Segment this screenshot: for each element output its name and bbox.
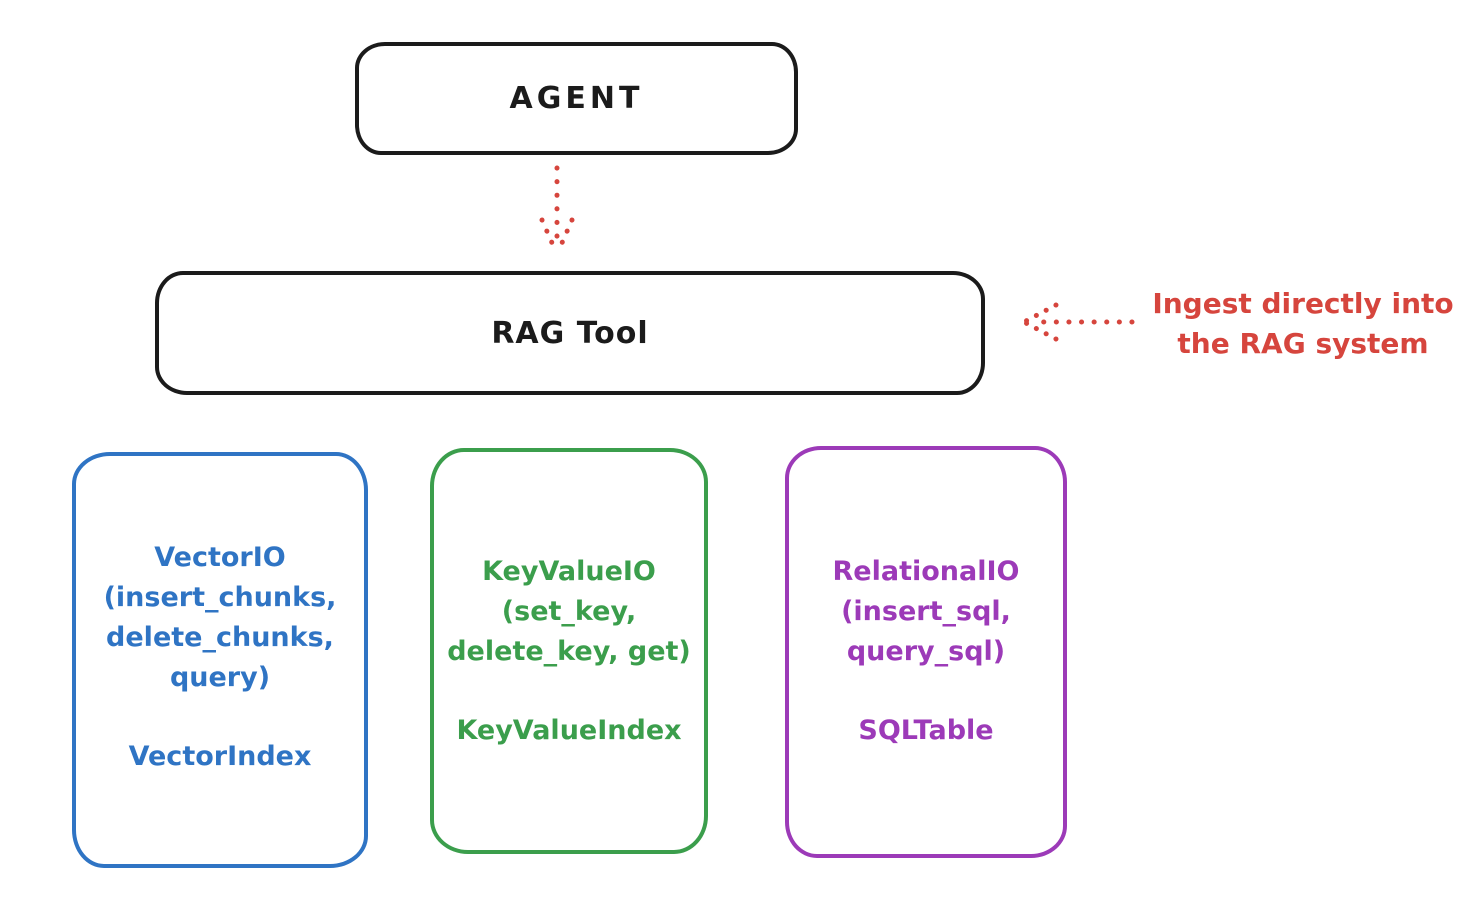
ingest-annotation-line2: the RAG system	[1177, 327, 1429, 360]
backend-card-relational-io: RelationalIO (insert_sql, query_sql) SQL…	[785, 446, 1067, 858]
ingest-annotation: Ingest directly into the RAG system	[1128, 284, 1478, 364]
backend-methods-line: delete_key, get)	[447, 636, 691, 667]
backend-index-label: VectorIndex	[128, 741, 312, 772]
backend-title: VectorIO	[154, 542, 286, 573]
backend-methods-line: query_sql)	[846, 636, 1006, 667]
rag-tool-node: RAG Tool	[155, 271, 985, 395]
backend-methods-line: query)	[169, 662, 271, 693]
backend-index-label: KeyValueIndex	[456, 715, 682, 746]
backend-title: RelationalIO	[832, 556, 1020, 587]
rag-tool-node-label: RAG Tool	[491, 315, 649, 351]
backend-methods-line: delete_chunks,	[106, 622, 334, 653]
backend-methods-line: (insert_chunks,	[103, 582, 337, 613]
agent-node-label: AGENT	[509, 81, 644, 116]
agent-node: AGENT	[355, 42, 798, 155]
ingest-arrow-icon	[1021, 302, 1135, 342]
ingest-annotation-line1: Ingest directly into	[1152, 287, 1454, 320]
backend-title: KeyValueIO	[482, 556, 656, 587]
backend-card-keyvalue-io: KeyValueIO (set_key, delete_key, get) Ke…	[430, 448, 708, 854]
backend-methods-line: (set_key,	[501, 596, 637, 627]
backend-index-label: SQLTable	[858, 715, 994, 746]
backend-card-vector-io: VectorIO (insert_chunks, delete_chunks, …	[72, 452, 368, 868]
agent-to-ragtool-arrow-icon	[539, 165, 575, 255]
backend-methods-line: (insert_sql,	[841, 596, 1011, 627]
